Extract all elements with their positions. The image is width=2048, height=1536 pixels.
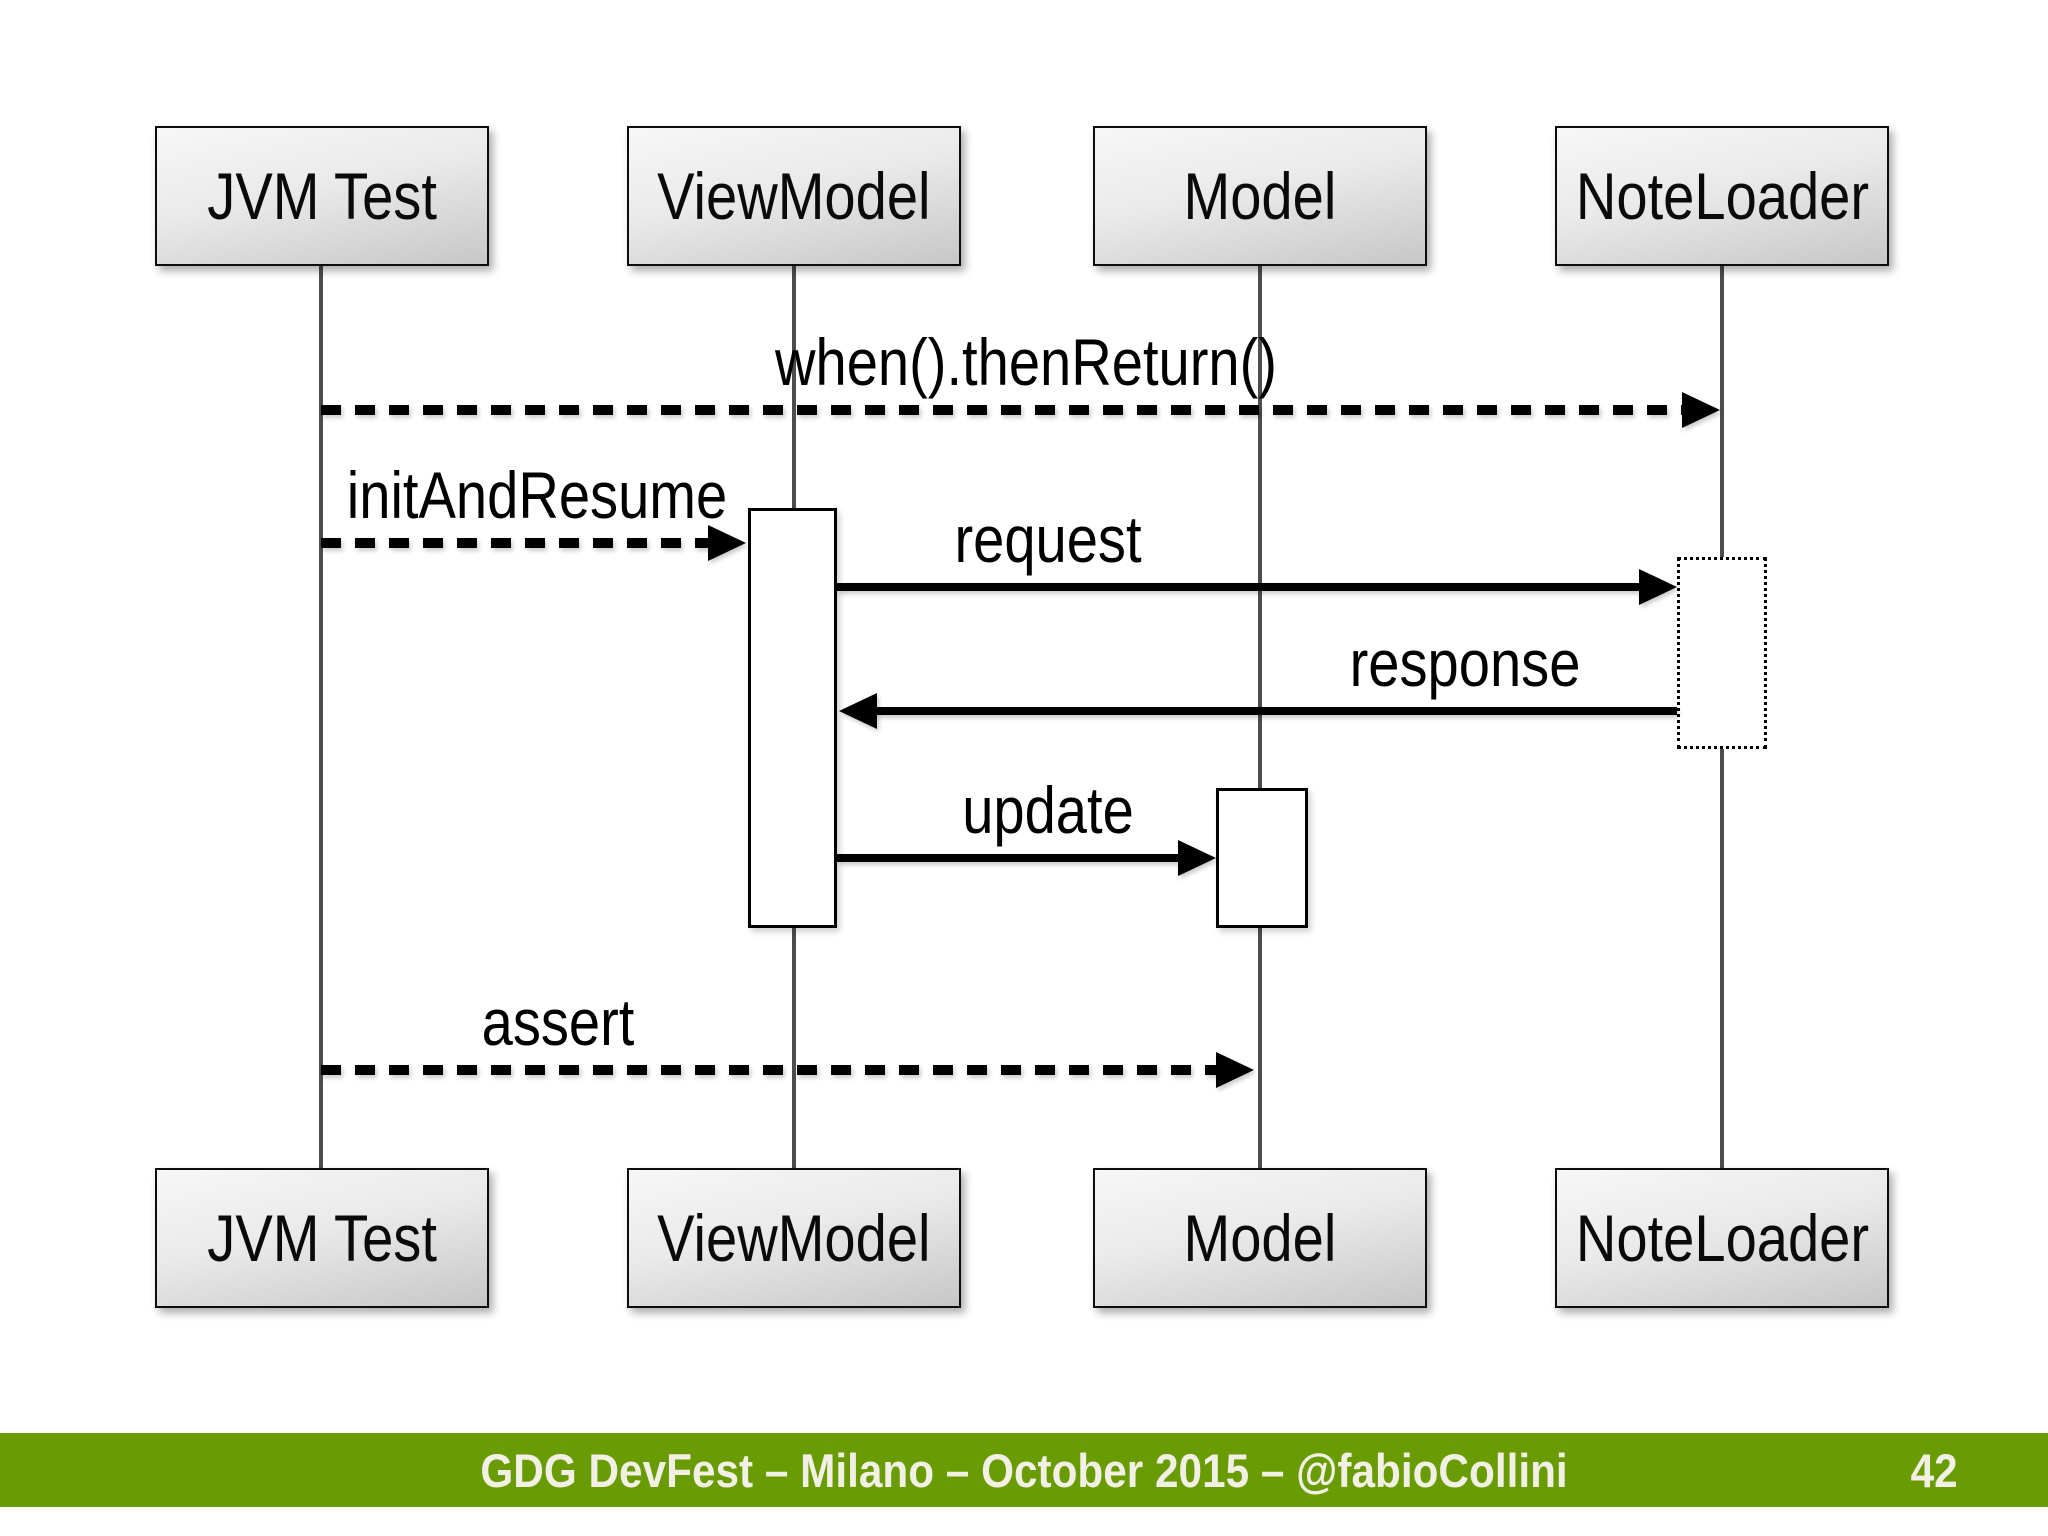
message-line-request <box>837 583 1639 591</box>
arrowhead-right-icon <box>1178 840 1216 876</box>
message-line-assert <box>321 1065 1220 1075</box>
participant-model-top: Model <box>1093 126 1427 266</box>
arrowhead-left-icon <box>839 693 877 729</box>
participant-viewmodel-top: ViewModel <box>627 126 961 266</box>
message-text: when().thenReturn() <box>774 325 1278 399</box>
message-label-when-thenreturn: when().thenReturn() <box>731 324 1322 400</box>
participant-viewmodel-bottom: ViewModel <box>627 1168 961 1308</box>
participant-label: Model <box>1183 159 1337 233</box>
participant-label: ViewModel <box>657 1201 931 1275</box>
arrowhead-right-icon <box>1639 569 1677 605</box>
participant-label: NoteLoader <box>1575 159 1869 233</box>
message-label-update: update <box>947 772 1149 848</box>
participant-label: NoteLoader <box>1575 1201 1869 1275</box>
message-text: request <box>954 502 1142 576</box>
participant-label: Model <box>1183 1201 1337 1275</box>
participant-jvm-test-bottom: JVM Test <box>155 1168 489 1308</box>
message-text: update <box>962 773 1134 847</box>
message-line-initandresume <box>321 538 713 548</box>
message-label-initandresume: initAndResume <box>313 457 761 533</box>
message-text: initAndResume <box>346 458 728 532</box>
arrowhead-right-icon <box>1682 392 1720 428</box>
participant-noteloader-top: NoteLoader <box>1555 126 1889 266</box>
activation-noteloader <box>1677 557 1767 749</box>
participant-noteloader-bottom: NoteLoader <box>1555 1168 1889 1308</box>
activation-model <box>1216 788 1308 928</box>
message-line-when-thenreturn <box>321 405 1682 415</box>
participant-model-bottom: Model <box>1093 1168 1427 1308</box>
participant-label: ViewModel <box>657 159 931 233</box>
slide-footer-bar: GDG DevFest – Milano – October 2015 – @f… <box>0 1433 2048 1507</box>
arrowhead-right-icon <box>1216 1052 1254 1088</box>
message-text: assert <box>481 985 635 1059</box>
participant-label: JVM Test <box>207 1201 437 1275</box>
message-line-response <box>875 707 1677 715</box>
message-label-assert: assert <box>468 984 648 1060</box>
arrowhead-right-icon <box>708 525 746 561</box>
activation-viewmodel <box>748 508 837 928</box>
slide-page-number: 42 <box>1908 1433 1960 1507</box>
participant-label: JVM Test <box>207 159 437 233</box>
message-label-request: request <box>938 501 1158 577</box>
participant-jvm-test-top: JVM Test <box>155 126 489 266</box>
message-line-update <box>837 854 1178 862</box>
footer-credit-text: GDG DevFest – Milano – October 2015 – @f… <box>480 1443 1568 1497</box>
lifeline-jvm-test <box>319 266 323 1168</box>
message-label-response: response <box>1329 625 1601 701</box>
page-number-text: 42 <box>1910 1443 1958 1497</box>
lifeline-model <box>1258 266 1262 1168</box>
message-text: response <box>1349 626 1581 700</box>
